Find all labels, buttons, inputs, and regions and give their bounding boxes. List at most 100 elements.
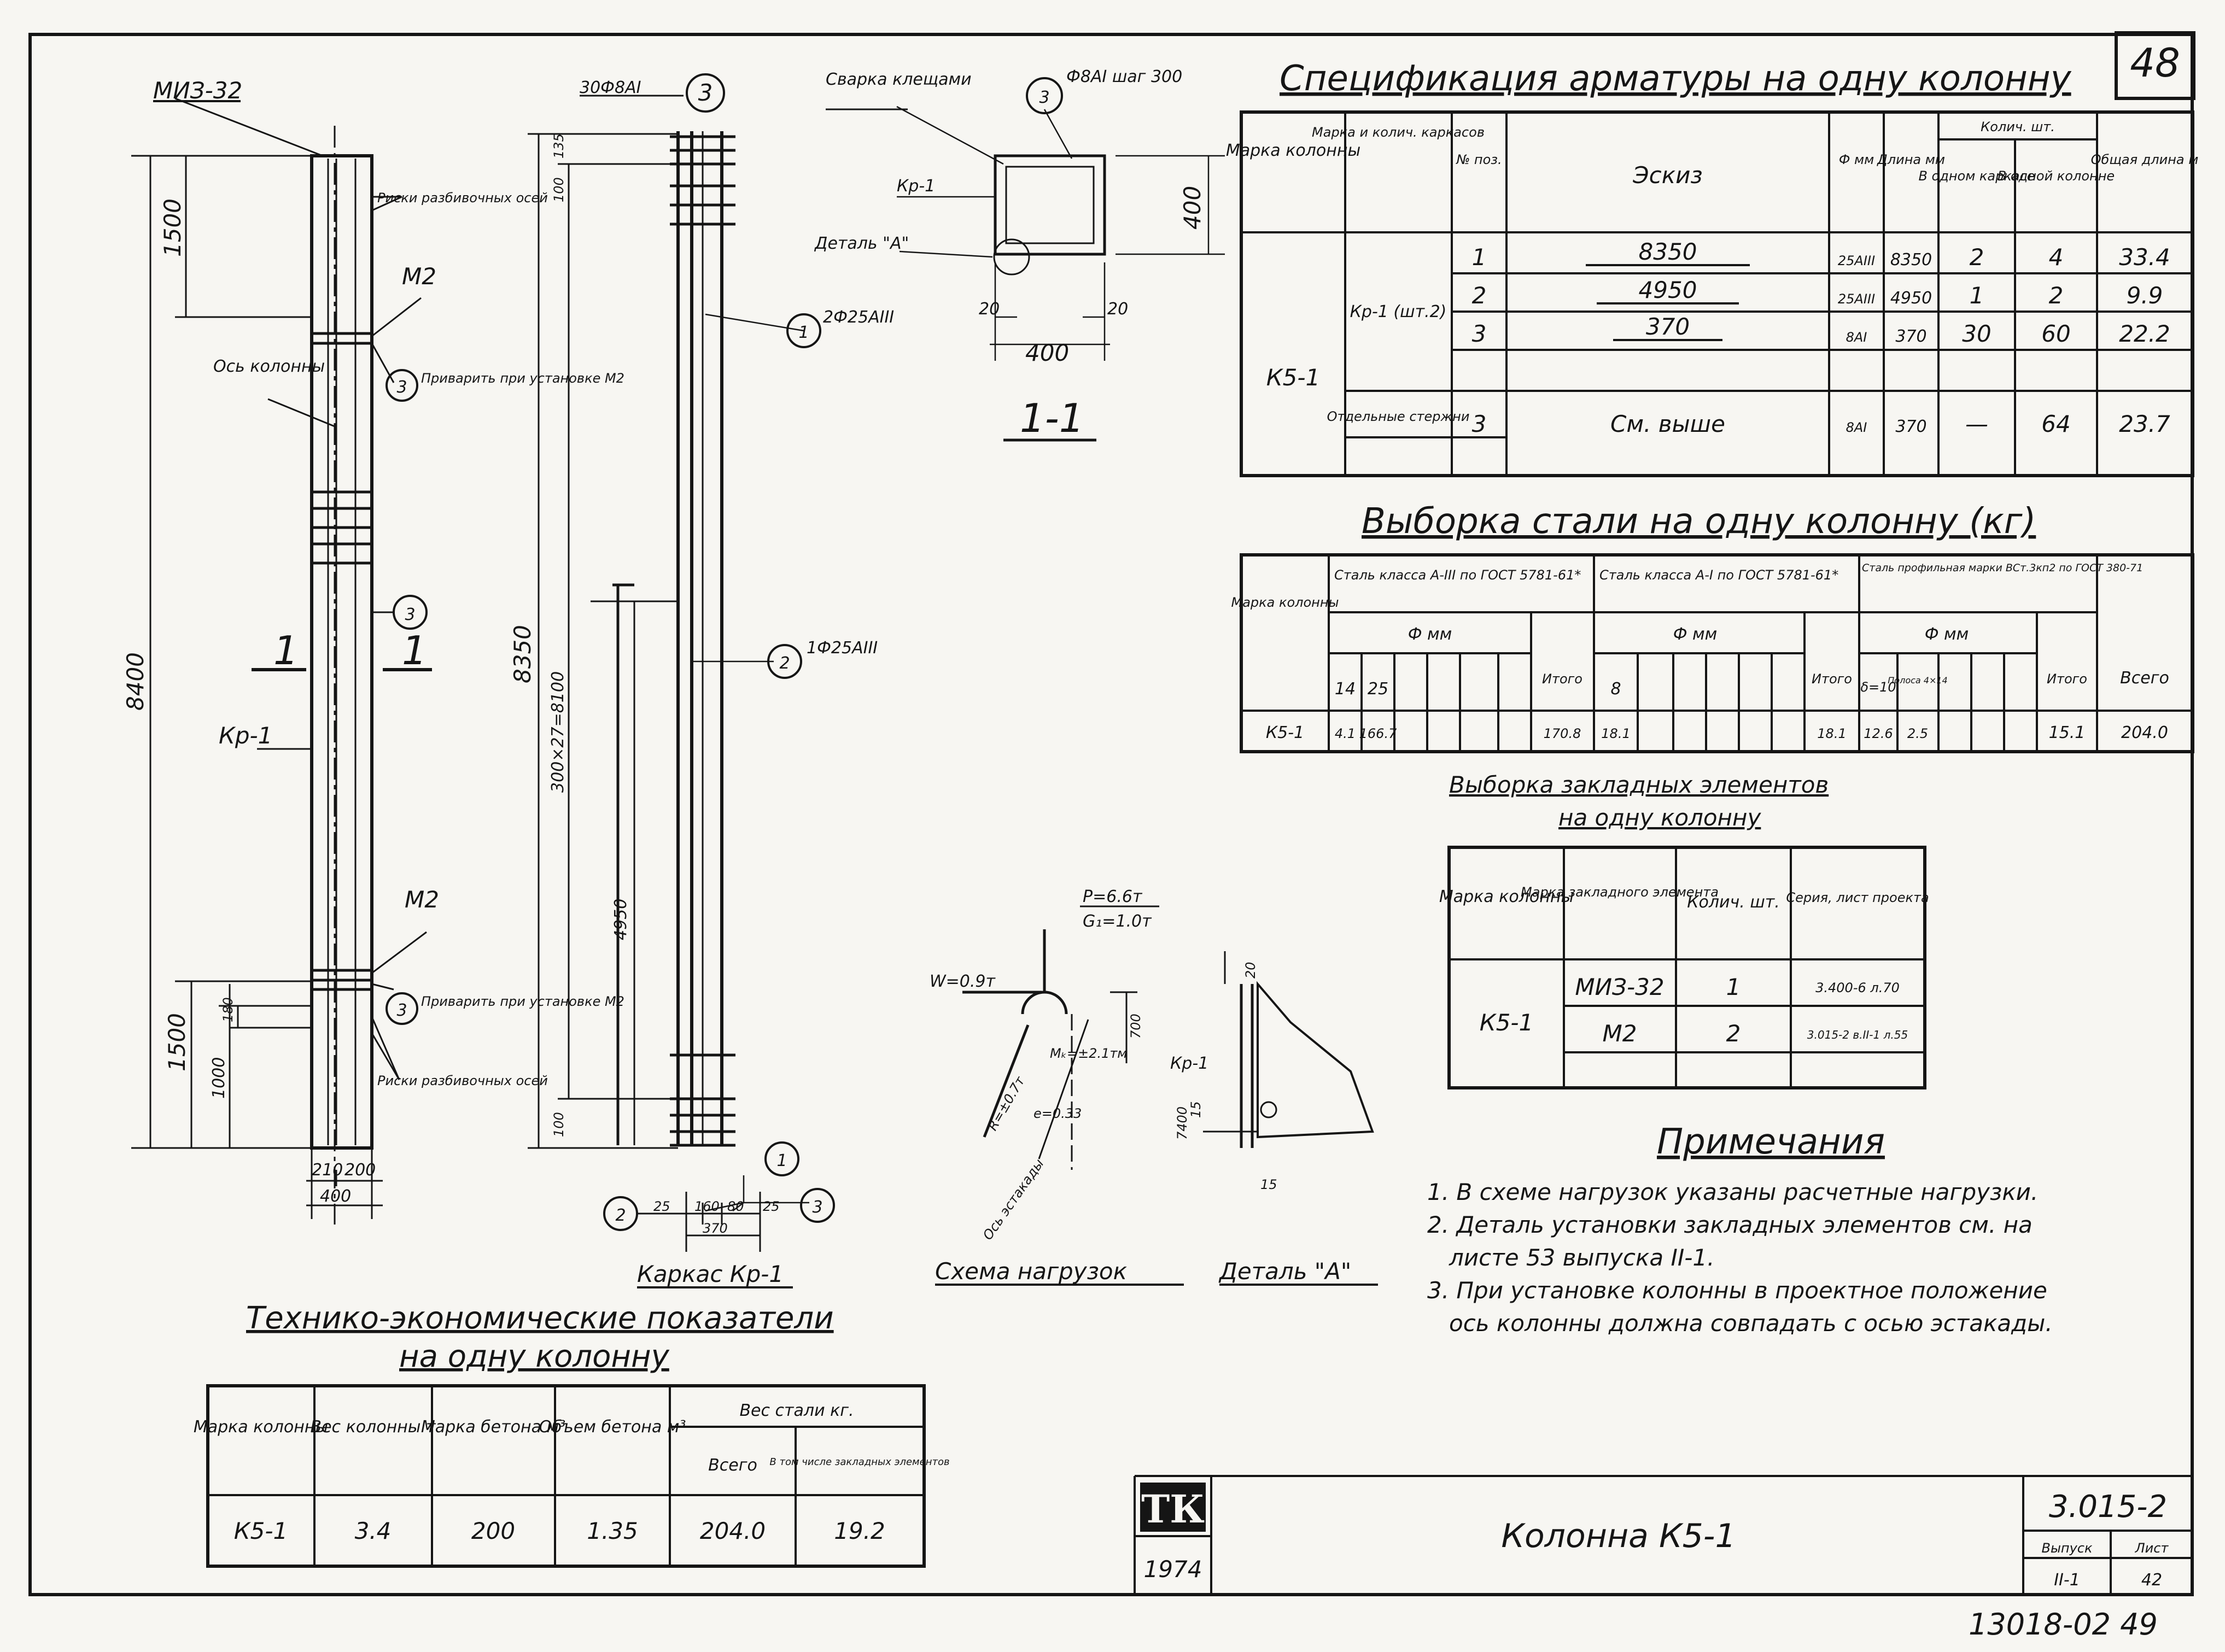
spec-r2-pos: 2 (1472, 282, 1487, 309)
spec-sep-qf: — (1965, 411, 1988, 437)
spec-row-2: 2 4950 25AIII 4950 1 2 9.9 (1472, 277, 2163, 309)
sheet-number: 48 (2130, 40, 2180, 86)
stamp-series: 3.015-2 (2049, 1489, 2167, 1525)
cage-title: Каркас Кр-1 (637, 1261, 784, 1287)
spec-r2-dia: 25AIII (1838, 291, 1875, 307)
svg-text:2: 2 (615, 1206, 626, 1225)
spec-h-sketch: Эскиз (1632, 162, 1702, 189)
title-block: ТК 1974 Колонна К5-1 3.015-2 Выпуск Лист… (1134, 1475, 2193, 1596)
tep-row-concrete: 200 (471, 1518, 515, 1544)
detail-20: 20 (1243, 962, 1258, 979)
spec-r3-qf: 30 (1962, 320, 1991, 347)
dim-1000: 1000 (209, 1057, 229, 1099)
tep-row-incl: 19.2 (834, 1518, 885, 1544)
tep-title-2: на одну колонну (399, 1339, 670, 1374)
label-2f25aiii: 2Ф25AIII (823, 308, 894, 327)
steel-h-phi-a3: Ф мм (1408, 625, 1452, 644)
embed-h-qty: Колич. шт. (1687, 893, 1780, 912)
steel-h-prof: Сталь профильная марки ВСт.3кп2 по ГОСТ … (1862, 562, 2143, 574)
label-stirrup: Ф8AI шаг 300 (1066, 67, 1182, 86)
steel-row-all: 204.0 (2121, 723, 2168, 742)
tep-h-all: Всего (708, 1456, 757, 1475)
tep-row-volume: 1.35 (587, 1518, 638, 1544)
stamp-name: Колонна К5-1 (1501, 1517, 1736, 1555)
embed-r2-el: М2 (1603, 1020, 1637, 1047)
label-detail-a-ref: Деталь "А" (814, 234, 909, 253)
steel-row-s: 12.6 (1864, 726, 1893, 741)
tep-h-volume: Объем бетона м³ (539, 1417, 686, 1437)
embed-h-col: Марка колонны (1439, 887, 1574, 906)
dim-20-right: 20 (1107, 300, 1128, 319)
spec-frame: Кр-1 (шт.2) (1350, 302, 1447, 321)
spec-sep-dia: 8AI (1846, 420, 1867, 435)
steel-h-a1: Сталь класса А-I по ГОСТ 5781-61* (1599, 567, 1838, 583)
steel-h-d14: 14 (1335, 679, 1356, 699)
embed-title-1: Выборка закладных элементов (1449, 771, 1829, 798)
dim-100-bottom: 100 (551, 1112, 567, 1137)
tep-h-concrete: Марка бетона м³ (421, 1417, 565, 1437)
dim-1500-top: 1500 (159, 198, 186, 257)
spec-sep-total: 23.7 (2119, 411, 2170, 437)
steel-row-14: 4.1 (1335, 726, 1356, 741)
pos-3-bubble-c (386, 992, 418, 1025)
load-w: W=0.9т (930, 972, 996, 991)
dim-1500-bottom: 1500 (163, 1013, 190, 1071)
tep-row-mark: К5-1 (234, 1518, 288, 1544)
spec-h-qty-frame: В одном каркасе (1918, 168, 2035, 184)
detail-15-left: 15 (1188, 1101, 1204, 1118)
label-axis-marks-bottom-text: Риски разбивочных осей (377, 1073, 548, 1088)
spec-h-colmark: Марка колонны (1226, 141, 1360, 160)
dim-135: 135 (551, 133, 567, 159)
steel-h-total-a3: Итого (1542, 671, 1582, 687)
dim-25-right: 25 (763, 1199, 780, 1214)
steel-h-strip: Полоса 4×14 (1888, 675, 1947, 686)
label-weld-clamps: Сварка клещами (826, 70, 972, 89)
pos-2-bubble-a (767, 644, 802, 679)
dim-20-left: 20 (979, 300, 1000, 319)
note-3: 3. При установке колонны в проектное пол… (1427, 1277, 2047, 1304)
spec-title: Спецификация арматуры на одну колонну (1280, 58, 2072, 99)
pos-1-bubble-b (764, 1141, 799, 1176)
pos-1-bubble-a (786, 313, 821, 348)
steel-title: Выборка стали на одну колонну (кг) (1362, 501, 2036, 542)
steel-row-8: 18.1 (1601, 726, 1630, 741)
steel-h-phi-prof: Ф мм (1925, 625, 1969, 644)
label-30f8ai: 30Ф8AI (580, 78, 641, 97)
load-g: G₁=1.0т (1083, 912, 1152, 931)
label-1f25aiii: 1Ф25AIII (807, 638, 878, 658)
stamp-issue: II-1 (2054, 1571, 2080, 1590)
section-mark-1-right: 1 (402, 628, 427, 673)
spec-r3-total: 22.2 (2119, 320, 2170, 347)
spec-r1-dia: 25AIII (1838, 253, 1875, 268)
tep-title-1: Технико-экономические показатели (246, 1300, 834, 1336)
spec-h-pos: № поз. (1455, 152, 1502, 167)
embed-r1-ser: 3.400-6 л.70 (1815, 980, 1900, 995)
load-700: 700 (1128, 1014, 1143, 1039)
frame-kr1: 30Ф8AI 3 1 2Ф25AIII 2 1Ф25AIII 8350 300×… (509, 73, 894, 1288)
spec-r3-sketch: 370 (1646, 313, 1690, 340)
spec-r1-len: 8350 (1890, 250, 1932, 270)
steel-h-phi-a1: Ф мм (1673, 625, 1718, 644)
spec-r2-total: 9.9 (2127, 282, 2163, 309)
tk-logo-text: ТК (1141, 1486, 1205, 1532)
detail-a-title: Деталь "А" (1218, 1258, 1351, 1285)
notes-title: Примечания (1657, 1122, 1885, 1162)
label-kr1-left: Кр-1 (219, 722, 272, 749)
embed-col: К5-1 (1480, 1009, 1533, 1036)
dim-180: 180 (220, 997, 236, 1022)
embed-title-2: на одну колонну (1558, 804, 1761, 831)
detail-7400: 7400 (1175, 1106, 1190, 1140)
steel-h-total-a1: Итого (1812, 671, 1852, 687)
embed-r2-qty: 2 (1726, 1020, 1741, 1047)
svg-text:3: 3 (1039, 88, 1049, 107)
spec-h-frame: Марка и колич. каркасов (1312, 125, 1485, 140)
steel-row-mark: К5-1 (1266, 723, 1304, 742)
stamp-h-sheet: Лист (2135, 1540, 2169, 1556)
tk-logo (1140, 1483, 1206, 1532)
spec-r2-len: 4950 (1890, 289, 1932, 308)
steel-h-d8: 8 (1610, 679, 1621, 699)
spec-r3-pos: 3 (1472, 320, 1487, 347)
tep-h-weight: Вес колонны т (311, 1417, 437, 1437)
notes: Примечания 1. В схеме нагрузок указаны р… (1427, 1122, 2053, 1337)
label-weld-bottom: Приварить при установке М2 (421, 994, 624, 1009)
